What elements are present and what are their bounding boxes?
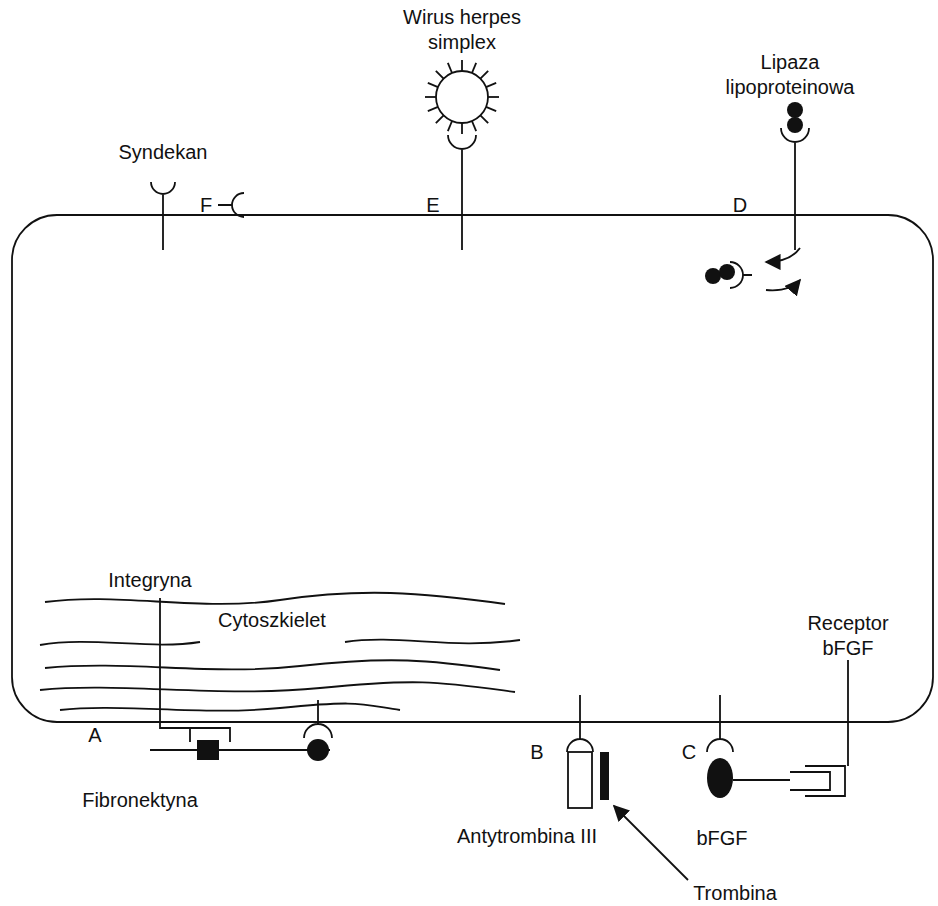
bfgf-receptor-symbol [790, 660, 848, 796]
recycling-arrow [766, 280, 800, 290]
virus-spike [448, 63, 452, 73]
part-label: Integryna [108, 568, 191, 593]
virus-spike [472, 121, 476, 131]
callout-letter: D [733, 193, 747, 218]
virus-spike [461, 123, 463, 134]
virus-spike [436, 71, 444, 79]
syndecan-symbol [781, 128, 809, 250]
bfgf-link [733, 779, 790, 781]
part-label: bFGF [696, 826, 747, 851]
lipase-subunit [719, 264, 735, 280]
fibronectin-domain [197, 740, 219, 760]
virus-spike [486, 107, 496, 111]
virus-spikes [425, 60, 499, 134]
part-label: Cytoszkielet [218, 608, 326, 633]
virus-spike [425, 96, 436, 98]
part-label: Receptor bFGF [798, 611, 898, 661]
internalization-arrow [766, 248, 800, 262]
virus-spike [472, 63, 476, 73]
cell-membrane [12, 215, 933, 722]
callout-letter: A [88, 723, 101, 748]
cytoskeleton-filaments [40, 593, 520, 711]
virus-label: Wirus herpes simplex [392, 5, 532, 55]
fibronectin-strand [150, 749, 330, 751]
syndecan-symbol [304, 700, 332, 738]
virus-spike [461, 60, 463, 71]
enzyme-label: Lipaza lipoproteinowa [715, 50, 865, 100]
virus-spike [486, 83, 496, 87]
callout-letter: C [682, 740, 696, 765]
fibronectin-domain [307, 739, 329, 761]
virus-spike [448, 121, 452, 131]
bfgf-molecule [707, 758, 733, 798]
antithrombin-block [568, 752, 592, 808]
shed-syndecan-symbol [218, 193, 244, 217]
virus-spike [436, 115, 444, 123]
virus-spike [428, 107, 438, 111]
part-label: Antytrombina III [457, 824, 597, 849]
part-label: Fibronektyna [82, 788, 198, 813]
virus-spike [480, 115, 488, 123]
callout-letter: B [530, 740, 543, 765]
syndecan-symbol [151, 182, 175, 250]
syndecan-symbol [567, 695, 593, 752]
virus-spike [480, 71, 488, 79]
virus-spike [488, 96, 499, 98]
thrombin-block [600, 752, 609, 800]
part-label: Trombina [693, 881, 777, 906]
lipase-subunit [787, 102, 803, 118]
callout-letter: F [200, 193, 212, 218]
virus-particle [436, 71, 488, 123]
callout-letter: E [426, 193, 439, 218]
syndecan-symbol [448, 135, 476, 250]
leader-arrow [614, 806, 688, 880]
lipase-subunit [705, 268, 721, 284]
part-label: Syndekan [119, 140, 208, 165]
lipase-subunit [787, 117, 803, 133]
syndecan-symbol [707, 695, 733, 752]
virus-spike [428, 83, 438, 87]
